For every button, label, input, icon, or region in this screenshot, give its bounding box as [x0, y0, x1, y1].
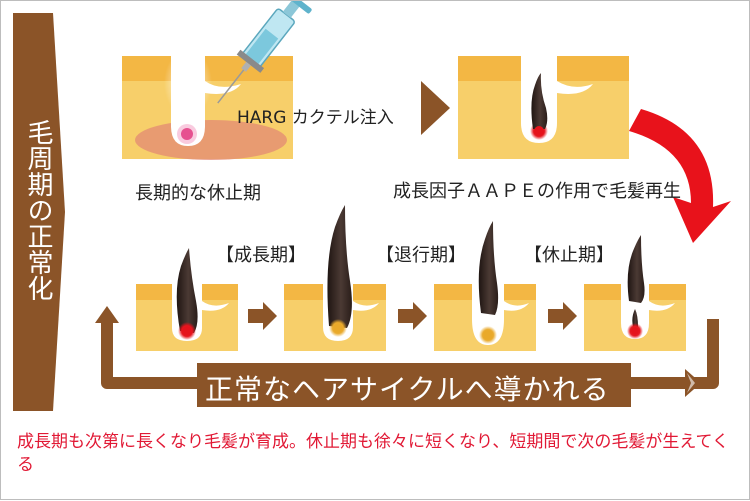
skin-block-stage-2 — [284, 205, 386, 351]
loop-left-arrowhead — [95, 306, 119, 323]
sidebar-title: 毛周期の正常化 — [23, 119, 53, 301]
syringe-icon — [217, 1, 312, 104]
skin-block-stage-3 — [434, 221, 536, 351]
stage-arrow-2 — [398, 302, 427, 330]
skin-block-regrowth — [458, 56, 629, 159]
phase-label-regression: 【退行期】 — [376, 245, 466, 266]
long-resting-label: 長期的な休止期 — [135, 183, 261, 204]
caption-text: 成長期も次第に長くなり毛髪が育成。休止期も徐々に短くなり、短期間で次の毛髪が生え… — [17, 432, 729, 475]
phase-label-growth: 【成長期】 — [216, 245, 306, 266]
skin-block-injection — [122, 49, 293, 160]
regrowth-label: 成長因子ＡＡＰＥの作用で毛髪再生 — [393, 181, 681, 202]
injection-label: HARG カクテル注入 — [237, 108, 394, 128]
regrowth-curved-arrow — [629, 109, 731, 243]
sidebar-arrow-shape — [13, 13, 65, 411]
skin-block-stage-1 — [136, 248, 238, 351]
skin-block-stage-4 — [584, 235, 686, 351]
cycle-banner-box — [197, 363, 631, 407]
cycle-banner-text: 正常なヘアサイクルへ導かれる — [205, 373, 610, 406]
next-arrow-shape — [421, 81, 450, 135]
stage-arrow-1 — [248, 302, 277, 330]
stage-arrow-3 — [548, 302, 577, 330]
phase-label-resting: 【休止期】 — [524, 245, 614, 266]
